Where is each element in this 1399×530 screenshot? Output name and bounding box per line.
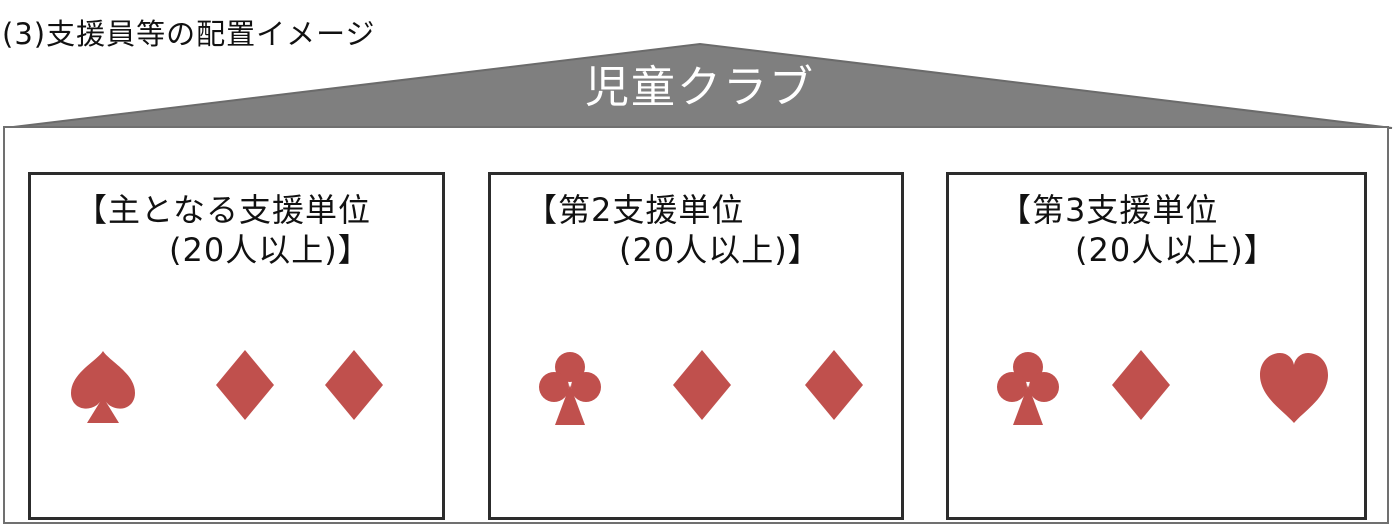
staff-symbols: [71, 350, 1328, 425]
unit-box-third: 【第3支援単位 (20人以上)】: [946, 172, 1367, 520]
club-icon: [539, 352, 601, 425]
unit-third-title: 【第3支援単位: [999, 191, 1219, 229]
diamond-icon: [805, 350, 863, 420]
diamond-icon: [1112, 350, 1170, 420]
unit-main-capacity: (20人以上)】: [169, 231, 371, 269]
unit-box-main: 【主となる支援単位 (20人以上)】: [28, 172, 445, 520]
diamond-icon: [216, 350, 274, 420]
spade-icon: [71, 351, 135, 423]
club-icon: [997, 352, 1059, 425]
unit-main-title: 【主となる支援単位: [75, 191, 372, 229]
heart-icon: [1260, 353, 1328, 423]
section-title: (3)支援員等の配置イメージ: [2, 17, 376, 51]
unit-third-capacity: (20人以上)】: [1075, 231, 1277, 269]
unit-second-capacity: (20人以上)】: [619, 231, 821, 269]
unit-second-title: 【第2支援単位: [525, 191, 745, 229]
building-name: 児童クラブ: [585, 62, 815, 113]
diamond-icon: [673, 350, 731, 420]
unit-box-second: 【第2支援単位 (20人以上)】: [488, 172, 904, 520]
diamond-icon: [325, 350, 383, 420]
